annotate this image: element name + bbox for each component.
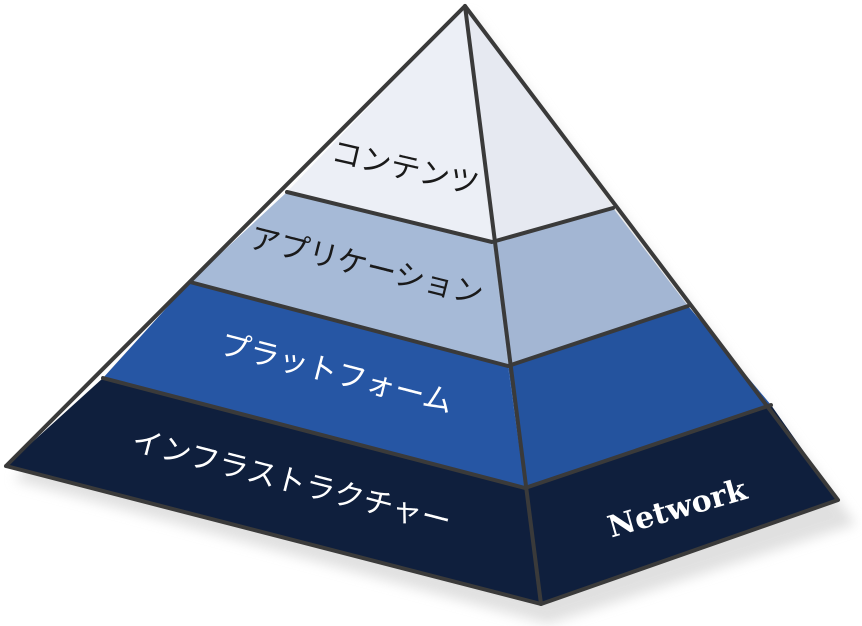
layer-applications-front-face [190, 192, 508, 366]
pyramid-edges [4, 4, 840, 606]
layer-contents-side-face [465, 6, 613, 242]
layer-applications-side-face [492, 208, 688, 366]
pyramid-center-ridge [463, 4, 543, 606]
layer-infrastructure-side-face [525, 405, 838, 604]
layer-divider-2 [188, 280, 690, 368]
layer-infrastructure-front-face [6, 378, 541, 604]
layer-divider-1 [285, 190, 615, 244]
layer-divider-3 [101, 376, 773, 490]
layer-contents-front-face [287, 6, 492, 242]
layer-platform-front-face [103, 282, 525, 488]
layer-platform-side-face [508, 306, 771, 488]
pyramid-outline [4, 4, 840, 606]
